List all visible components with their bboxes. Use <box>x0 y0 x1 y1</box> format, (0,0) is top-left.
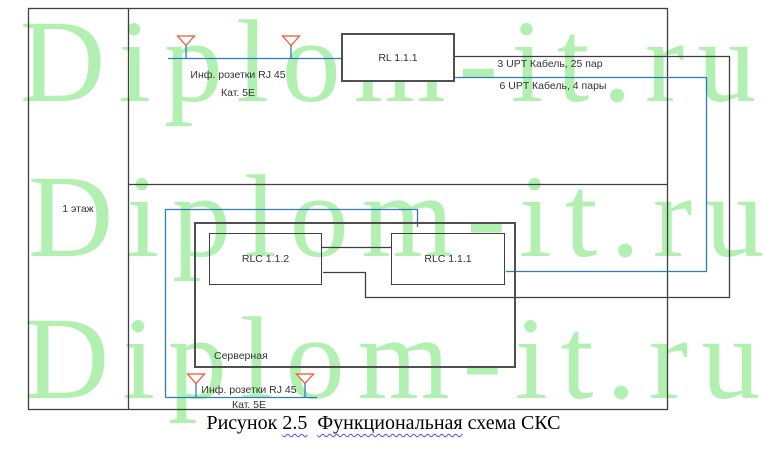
rlc-1-1-1-box: RLC 1.1.1 <box>391 233 505 285</box>
trunk-cable-25-pair-label: 3 UPT Кабель, 25 пар <box>497 58 603 70</box>
caption-title-word: Функциональная <box>317 412 463 434</box>
riser-cable <box>164 208 419 398</box>
caption-suffix: схема СКС <box>462 412 561 434</box>
top-outlets-category-label: Кат. 5Е <box>220 87 256 99</box>
outlet-antenna-icon <box>281 35 301 59</box>
trunk-cable-4-pair-label: 6 UPT Кабель, 4 пары <box>499 80 607 92</box>
figure-caption: Рисунок 2.5 Функциональная схема СКС <box>0 412 767 435</box>
rl-1-1-1-label: RL 1.1.1 <box>378 51 418 64</box>
caption-figure-number: 2.5 <box>282 412 308 434</box>
floor-label: 1 этаж <box>62 203 94 215</box>
watermark-text: Diplom-it.ru <box>28 151 767 282</box>
outlet-antenna-icon <box>186 373 206 398</box>
outlet-antenna-icon <box>295 373 315 398</box>
server-room-box: Серверная <box>194 222 516 368</box>
watermark-text: Diplom-it.ru <box>24 293 767 424</box>
outlet-antenna-icon <box>176 35 196 59</box>
rlc-1-1-2-box: RLC 1.1.2 <box>209 233 322 285</box>
building-outline <box>27 7 669 411</box>
rlc-1-1-1-label: RLC 1.1.1 <box>424 253 472 265</box>
caption-separator <box>307 412 317 434</box>
bottom-outlets-label: Инф. розетки RJ 45 <box>201 384 297 396</box>
rlc-1-1-2-label: RLC 1.1.2 <box>241 253 290 265</box>
caption-prefix: Рисунок <box>206 412 283 434</box>
server-room-label: Серверная <box>214 350 268 362</box>
rl-1-1-1-box: RL 1.1.1 <box>341 33 455 82</box>
trunk-cable-4-pair <box>455 76 708 273</box>
trunk-cable-25-pair <box>323 55 731 299</box>
top-outlets-label: Инф. розетки RJ 45 <box>190 69 286 81</box>
bottom-outlets-category-label: Кат. 5Е <box>231 399 267 411</box>
